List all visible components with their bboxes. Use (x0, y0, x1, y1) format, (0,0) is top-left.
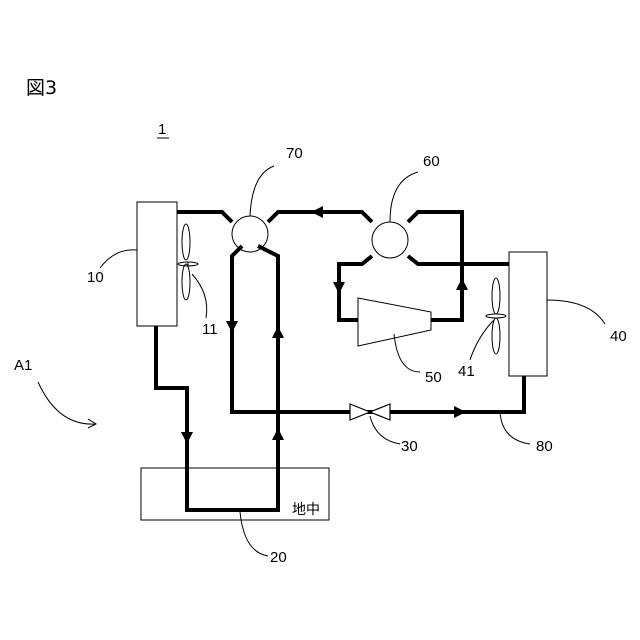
expansion-valve-30-right (370, 404, 390, 420)
flow-arrow-right-up (456, 278, 468, 290)
callout-10: 10 (87, 269, 104, 286)
fan-41-icon (486, 278, 506, 354)
leader-80 (500, 412, 530, 444)
ground-region-text: 地中 (292, 502, 320, 518)
leader-10 (100, 250, 137, 268)
flow-arrow-top (311, 206, 323, 218)
leader-40 (547, 300, 605, 324)
flow-arrow-right-up-2 (272, 326, 284, 338)
callout-30: 30 (401, 438, 418, 455)
region-a1-leader-arrowhead (88, 419, 96, 428)
callout-20: 20 (270, 549, 287, 566)
region-label-a1: A1 (14, 357, 32, 374)
callout-60: 60 (423, 153, 440, 170)
flow-arrow-bottom-right (454, 406, 466, 418)
leader-50 (394, 334, 420, 372)
callout-11: 11 (202, 321, 218, 338)
callout-40: 40 (610, 328, 627, 345)
flow-arrow-ground-up (272, 428, 284, 440)
callout-70: 70 (286, 145, 303, 162)
flow-arrow-compressor-down (333, 282, 345, 294)
leader-41 (470, 320, 494, 360)
region-a1-leader (38, 382, 95, 424)
leader-11 (192, 274, 207, 318)
flow-arrow-ground-down (181, 432, 193, 444)
callout-50: 50 (425, 369, 442, 386)
figure-title: 図3 (26, 77, 57, 99)
heat-exchanger-unit-40 (509, 252, 547, 376)
system-reference-number: 1 (158, 121, 166, 138)
leader-30 (370, 416, 400, 444)
pipe-valve60-to-unit40 (408, 256, 509, 264)
four-way-valve-70 (232, 216, 268, 252)
callout-41: 41 (458, 363, 475, 380)
four-way-valve-60 (372, 222, 408, 258)
leader-70 (250, 166, 274, 216)
pipe-unit10-to-valve70 (177, 212, 232, 222)
callout-80: 80 (536, 438, 553, 455)
expansion-valve-30 (350, 404, 370, 420)
fan-11-icon (178, 224, 198, 300)
flow-arrow-left-down (226, 321, 238, 333)
heat-exchanger-unit-10 (137, 202, 177, 326)
